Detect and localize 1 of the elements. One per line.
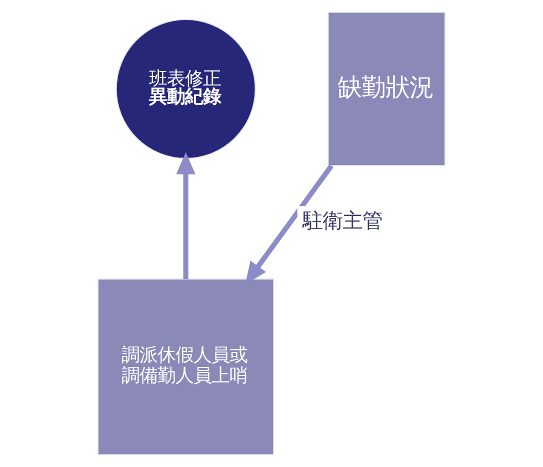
- edge-label: 駐衛主管: [302, 208, 382, 232]
